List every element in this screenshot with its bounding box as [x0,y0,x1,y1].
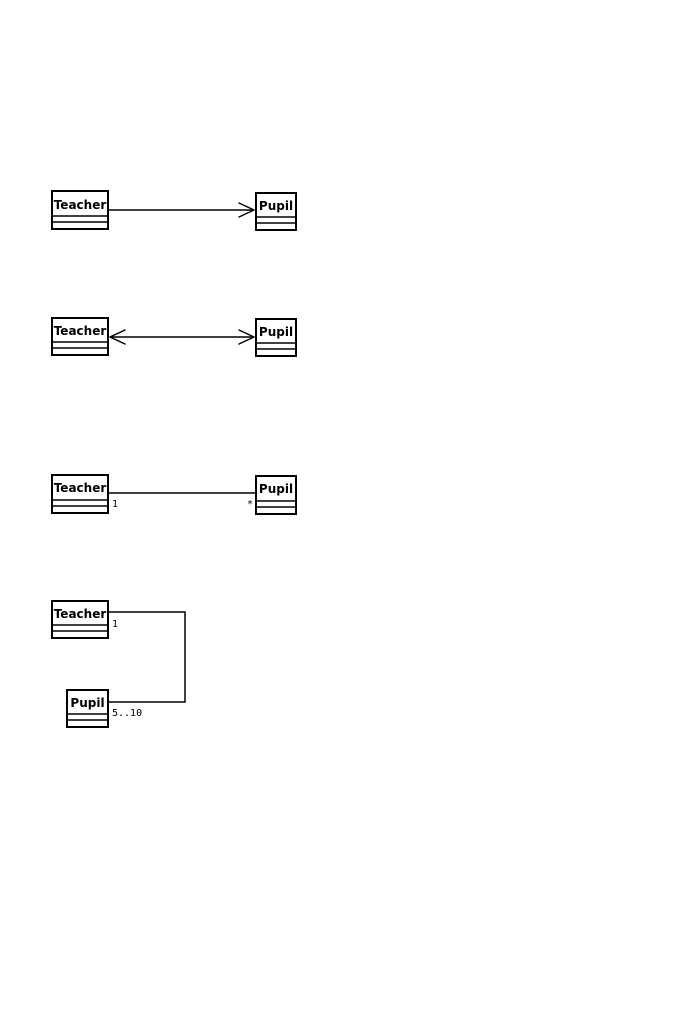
class-box-teacher[interactable]: Teacher [51,317,109,356]
class-box-pupil[interactable]: Pupil [66,689,109,728]
navigability-arrowhead-left [109,329,126,345]
diagram-unidirectional-association: Teacher Pupil [51,190,297,231]
class-name-pupil: Pupil [259,199,293,213]
navigability-arrowhead [238,202,255,218]
diagram-association-routed: Teacher Pupil 1 5..10 [51,600,186,728]
association-line [108,611,186,703]
class-box-pupil[interactable]: Pupil [255,318,297,357]
diagram-association-multiplicity: Teacher Pupil 1 * [51,474,297,515]
class-name-pupil: Pupil [259,482,293,496]
navigability-arrowhead-right [238,329,255,345]
multiplicity-source: 1 [112,499,118,510]
multiplicity-source: 1 [112,619,118,630]
diagram-bidirectional-association: Teacher Pupil [51,317,297,357]
class-name-teacher: Teacher [54,481,107,495]
class-box-teacher[interactable]: Teacher [51,190,109,230]
class-box-pupil[interactable]: Pupil [255,475,297,515]
multiplicity-target: * [247,499,253,510]
class-name-teacher: Teacher [54,324,107,338]
class-name-pupil: Pupil [259,325,293,339]
class-box-teacher[interactable]: Teacher [51,600,109,639]
class-box-pupil[interactable]: Pupil [255,192,297,231]
class-name-teacher: Teacher [54,607,107,621]
class-box-teacher[interactable]: Teacher [51,474,109,514]
multiplicity-target: 5..10 [112,708,142,719]
class-name-teacher: Teacher [54,198,107,212]
class-name-pupil: Pupil [70,696,104,710]
